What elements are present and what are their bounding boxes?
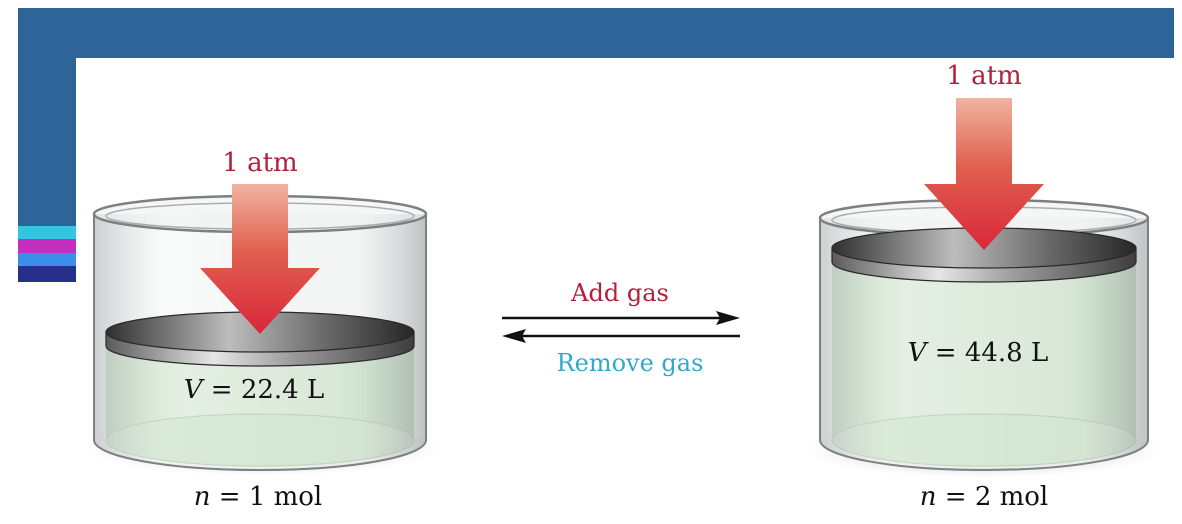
add-gas-label: Add gas — [570, 279, 669, 307]
accent-stripe-cyan — [18, 226, 76, 239]
pressure-label: 1 atm — [946, 61, 1021, 91]
left-cylinder: 1 atm V = 22.4 L n = 1 mol — [82, 148, 442, 512]
right-cylinder: 1 atm V = 44.8 L n = 2 mol — [804, 61, 1164, 512]
volume-label: V = 44.8 L — [908, 338, 1049, 368]
remove-gas-label: Remove gas — [557, 349, 704, 377]
process-arrows: Add gas Remove gas — [502, 279, 740, 377]
top-banner — [18, 8, 1174, 58]
side-banner — [18, 8, 76, 226]
accent-stripe-magenta — [18, 239, 76, 253]
accent-stripe-blue — [18, 253, 76, 266]
glass-wall — [819, 218, 1149, 471]
accent-stripe-navy — [18, 266, 76, 282]
down-arrow-icon — [200, 184, 320, 334]
moles-label: n = 2 mol — [920, 482, 1049, 512]
pressure-label: 1 atm — [222, 148, 297, 178]
down-arrow-icon — [924, 98, 1044, 250]
right-arrow-icon — [716, 311, 740, 325]
left-arrow-icon — [502, 329, 526, 343]
moles-label: n = 1 mol — [194, 482, 323, 512]
volume-label: V = 22.4 L — [184, 375, 325, 405]
